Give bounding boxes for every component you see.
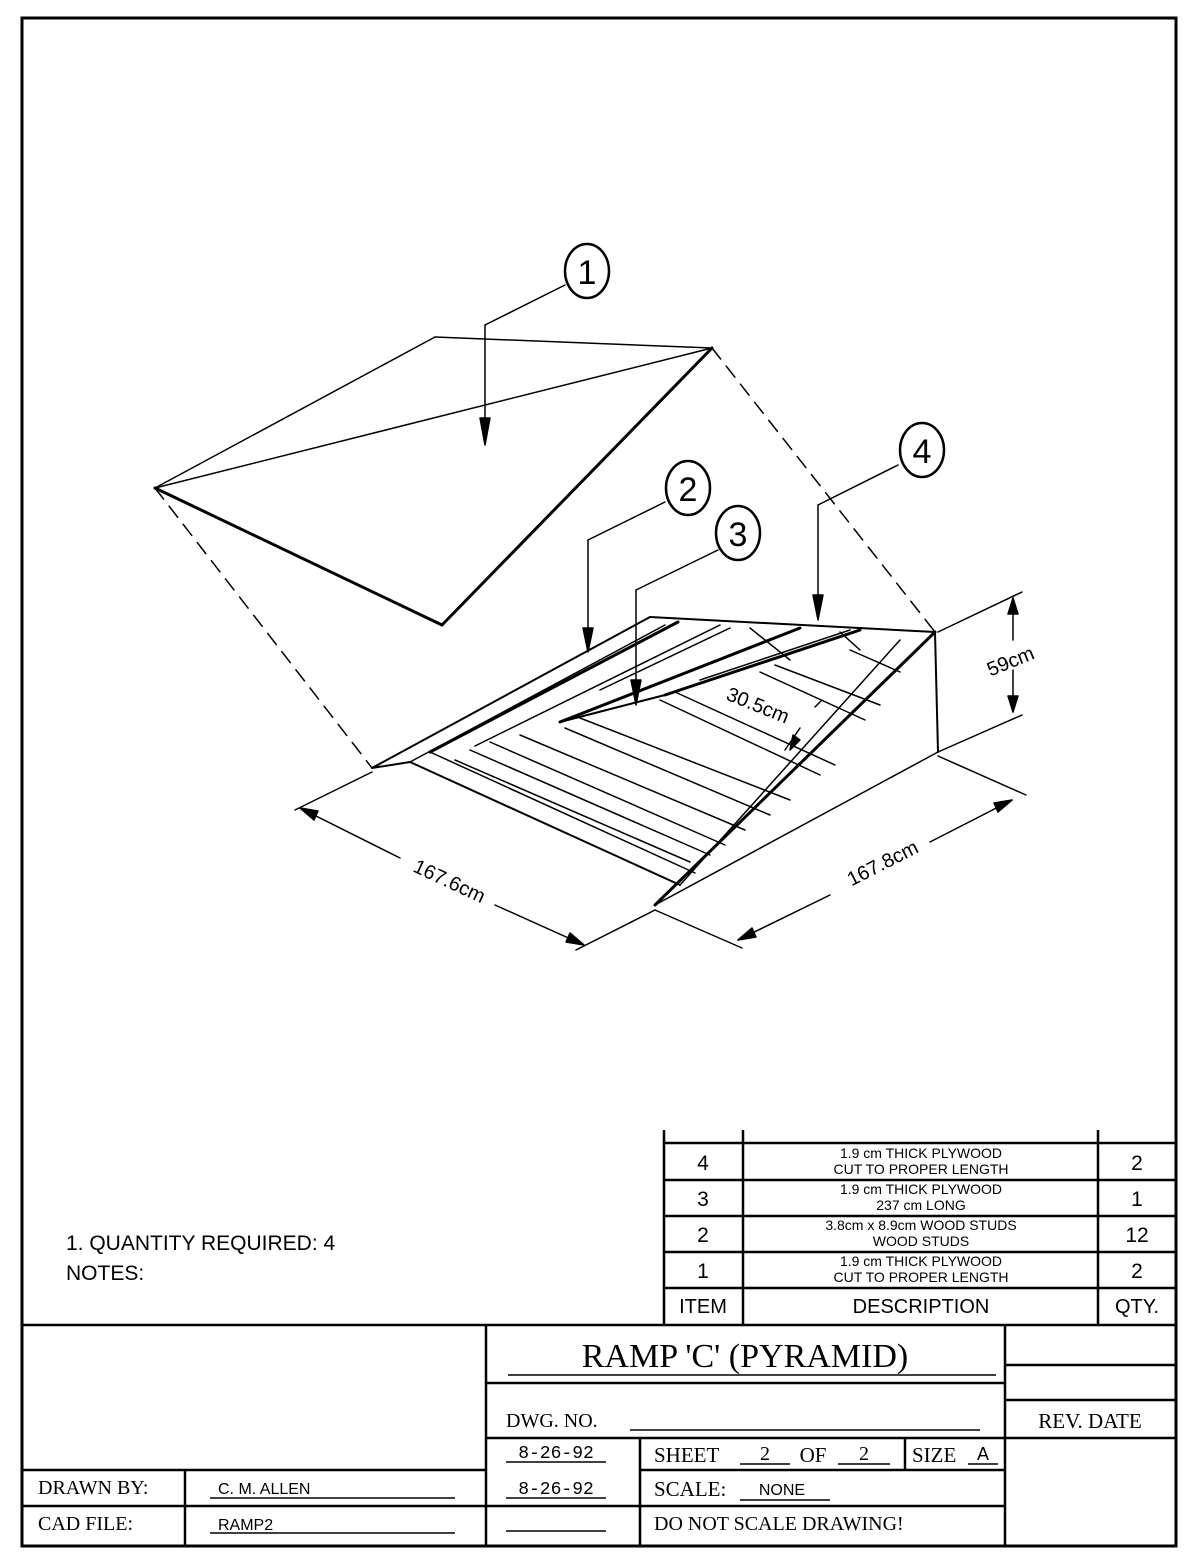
ramp-drawing bbox=[153, 242, 1027, 951]
title-block-grid bbox=[22, 1323, 1176, 1546]
dim-width-left: 167.6cm bbox=[410, 856, 489, 908]
rev-date-label: REV. DATE bbox=[1038, 1409, 1141, 1433]
scale-label: SCALE: bbox=[654, 1477, 726, 1501]
callout-2: 2 bbox=[679, 471, 698, 509]
bom-desc-line1: 1.9 cm THICK PLYWOOD bbox=[840, 1181, 1002, 1197]
of-label: OF bbox=[800, 1443, 827, 1467]
leader-lines bbox=[479, 284, 899, 706]
top-panel bbox=[153, 336, 714, 627]
bom-desc-line2: CUT TO PROPER LENGTH bbox=[833, 1269, 1008, 1285]
scale-value: NONE bbox=[759, 1482, 805, 1499]
callout-3: 3 bbox=[729, 516, 748, 554]
scale-warning: DO NOT SCALE DRAWING! bbox=[654, 1513, 904, 1535]
bom-desc-line1: 3.8cm x 8.9cm WOOD STUDS bbox=[825, 1217, 1016, 1233]
bom-desc-line2: WOOD STUDS bbox=[873, 1233, 969, 1249]
date-1: 8-26-92 bbox=[518, 1444, 594, 1464]
sheet-border bbox=[20, 16, 1178, 1548]
bom-item: 4 bbox=[697, 1152, 709, 1175]
sheet-label: SHEET bbox=[654, 1443, 720, 1467]
callout-4: 4 bbox=[913, 433, 932, 471]
bom-header-description: DESCRIPTION bbox=[853, 1296, 990, 1318]
dimension-lines bbox=[294, 591, 1027, 951]
notes-label: NOTES: bbox=[66, 1262, 144, 1285]
dwg-no-label: DWG. NO. bbox=[506, 1410, 598, 1432]
bom-row-2: 2 3.8cm x 8.9cm WOOD STUDS WOOD STUDS 12 bbox=[697, 1217, 1149, 1249]
bom-row-3: 3 1.9 cm THICK PLYWOOD 237 cm LONG 1 bbox=[697, 1181, 1143, 1213]
drawing-title: RAMP 'C' (PYRAMID) bbox=[582, 1338, 909, 1375]
cad-file-label: CAD FILE: bbox=[38, 1513, 133, 1535]
bom-header-item: ITEM bbox=[679, 1296, 727, 1318]
bom-desc-line1: 1.9 cm THICK PLYWOOD bbox=[840, 1145, 1002, 1161]
bom-desc-line2: CUT TO PROPER LENGTH bbox=[833, 1161, 1008, 1177]
bom-item: 3 bbox=[697, 1188, 709, 1211]
dim-width-right: 167.8cm bbox=[844, 837, 922, 891]
base-frame bbox=[371, 616, 939, 907]
bom-item: 2 bbox=[697, 1224, 709, 1247]
bom-table bbox=[662, 1130, 1176, 1325]
bom-qty: 1 bbox=[1131, 1188, 1143, 1211]
bom-header-qty: QTY. bbox=[1115, 1296, 1159, 1318]
bom-row-1: 1 1.9 cm THICK PLYWOOD CUT TO PROPER LEN… bbox=[697, 1253, 1143, 1285]
bom-desc-line2: 237 cm LONG bbox=[876, 1197, 965, 1213]
title-block-underlines bbox=[210, 1374, 998, 1534]
dim-spacing: 30.5cm bbox=[723, 683, 792, 728]
size-label: SIZE bbox=[912, 1443, 956, 1467]
drawn-by-label: DRAWN BY: bbox=[38, 1477, 148, 1499]
drawn-by-value: C. M. ALLEN bbox=[218, 1481, 310, 1498]
bom-item: 1 bbox=[697, 1260, 709, 1283]
bom-header: ITEM DESCRIPTION QTY. bbox=[679, 1296, 1159, 1318]
dim-height: 59cm bbox=[984, 642, 1038, 681]
cad-file-value: RAMP2 bbox=[218, 1517, 273, 1534]
size-value: A bbox=[977, 1444, 989, 1464]
bom-qty: 2 bbox=[1131, 1152, 1143, 1175]
bom-desc-line1: 1.9 cm THICK PLYWOOD bbox=[840, 1253, 1002, 1269]
callout-balloons bbox=[563, 242, 946, 562]
bom-qty: 2 bbox=[1131, 1260, 1143, 1283]
bom-row-4: 4 1.9 cm THICK PLYWOOD CUT TO PROPER LEN… bbox=[697, 1145, 1143, 1177]
sheet-number: 2 bbox=[760, 1443, 770, 1465]
note-quantity: 1. QUANTITY REQUIRED: 4 bbox=[66, 1232, 335, 1255]
date-2: 8-26-92 bbox=[518, 1480, 594, 1500]
sheet-total: 2 bbox=[859, 1443, 869, 1465]
assembly-lines bbox=[154, 347, 936, 769]
callout-1: 1 bbox=[578, 254, 597, 292]
bom-qty: 12 bbox=[1125, 1224, 1148, 1247]
